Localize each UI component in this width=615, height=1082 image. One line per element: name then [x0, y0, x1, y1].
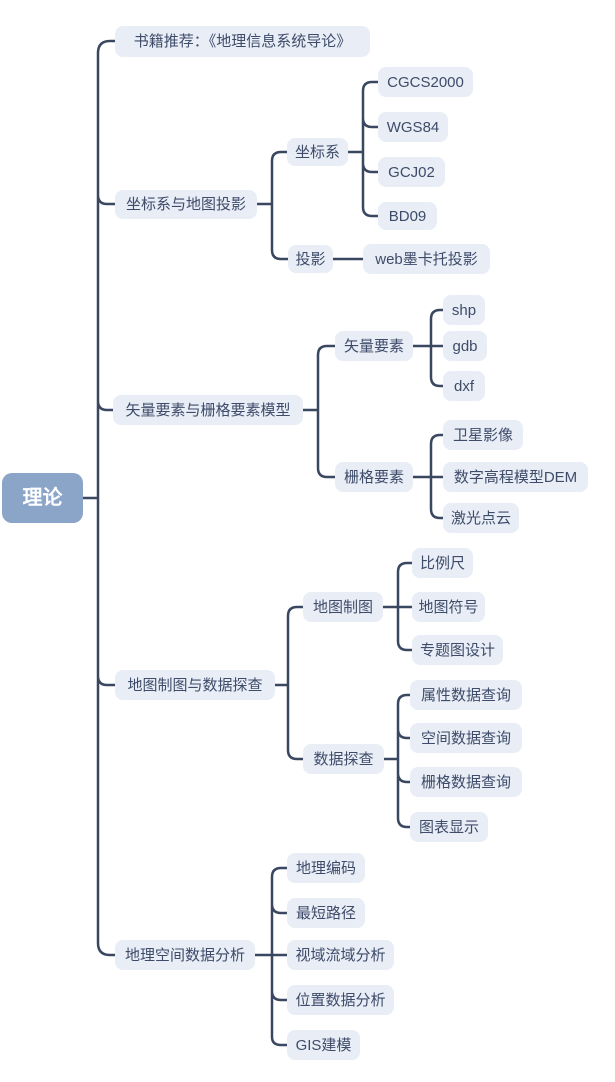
node-gcj02[interactable]: GCJ02: [378, 157, 445, 187]
connector-branch-geospatial-analysis: [253, 866, 289, 1047]
node-data-exploration[interactable]: 数据探查: [303, 744, 384, 774]
node-digital-elevation-model-dem[interactable]: 数字高程模型DEM: [443, 462, 588, 492]
node-satellite-imagery[interactable]: 卫星影像: [443, 420, 523, 450]
node-cgcs2000[interactable]: CGCS2000: [378, 67, 473, 97]
node-map-cartography[interactable]: 地图制图: [303, 592, 383, 622]
node-location-data-analysis[interactable]: 位置数据分析: [287, 985, 394, 1015]
node-shp[interactable]: shp: [443, 295, 485, 325]
node-raster-data-query[interactable]: 栅格数据查询: [410, 767, 522, 797]
node-cartography-and-data-exploration[interactable]: 地图制图与数据探查: [115, 670, 275, 700]
node-gis-modeling[interactable]: GIS建模: [287, 1030, 360, 1060]
node-map-symbols[interactable]: 地图符号: [412, 592, 485, 622]
node-wgs84[interactable]: WGS84: [378, 112, 448, 142]
node-chart-display[interactable]: 图表显示: [410, 812, 488, 842]
node-thematic-map-design[interactable]: 专题图设计: [412, 635, 503, 665]
node-viewshed-watershed-analysis[interactable]: 视域流域分析: [287, 940, 394, 970]
node-web-mercator-projection[interactable]: web墨卡托投影: [363, 244, 490, 274]
node-geocoding[interactable]: 地理编码: [287, 853, 365, 883]
node-scale-bar[interactable]: 比例尺: [412, 548, 473, 578]
node-projection[interactable]: 投影: [288, 245, 333, 273]
node-shortest-path[interactable]: 最短路径: [287, 898, 365, 928]
node-bd09[interactable]: BD09: [378, 202, 437, 230]
node-coordinate-system[interactable]: 坐标系: [287, 138, 348, 166]
node-vector-and-raster-feature-models[interactable]: 矢量要素与栅格要素模型: [113, 395, 303, 425]
node-vector-features[interactable]: 矢量要素: [335, 331, 413, 361]
connector-branch-cartography-exploration: [273, 561, 414, 829]
node-raster-features[interactable]: 栅格要素: [335, 462, 413, 492]
connector-branch-coordinate-projection: [255, 80, 380, 261]
node-lidar-point-cloud[interactable]: 激光点云: [443, 503, 519, 533]
node-book-recommendation[interactable]: 书籍推荐：《地理信息系统导论》: [115, 26, 370, 57]
node-gdb[interactable]: gdb: [443, 331, 487, 361]
node-dxf[interactable]: dxf: [443, 371, 485, 401]
connector-main-trunk: [81, 39, 117, 957]
node-attribute-data-query[interactable]: 属性数据查询: [410, 680, 522, 710]
root-node-theory[interactable]: 理论: [2, 473, 83, 523]
node-spatial-data-query[interactable]: 空间数据查询: [410, 723, 522, 753]
connector-branch-vector-raster: [301, 308, 445, 520]
node-coordinate-systems-and-map-projection[interactable]: 坐标系与地图投影: [115, 190, 257, 219]
node-geospatial-data-analysis[interactable]: 地理空间数据分析: [115, 940, 255, 970]
